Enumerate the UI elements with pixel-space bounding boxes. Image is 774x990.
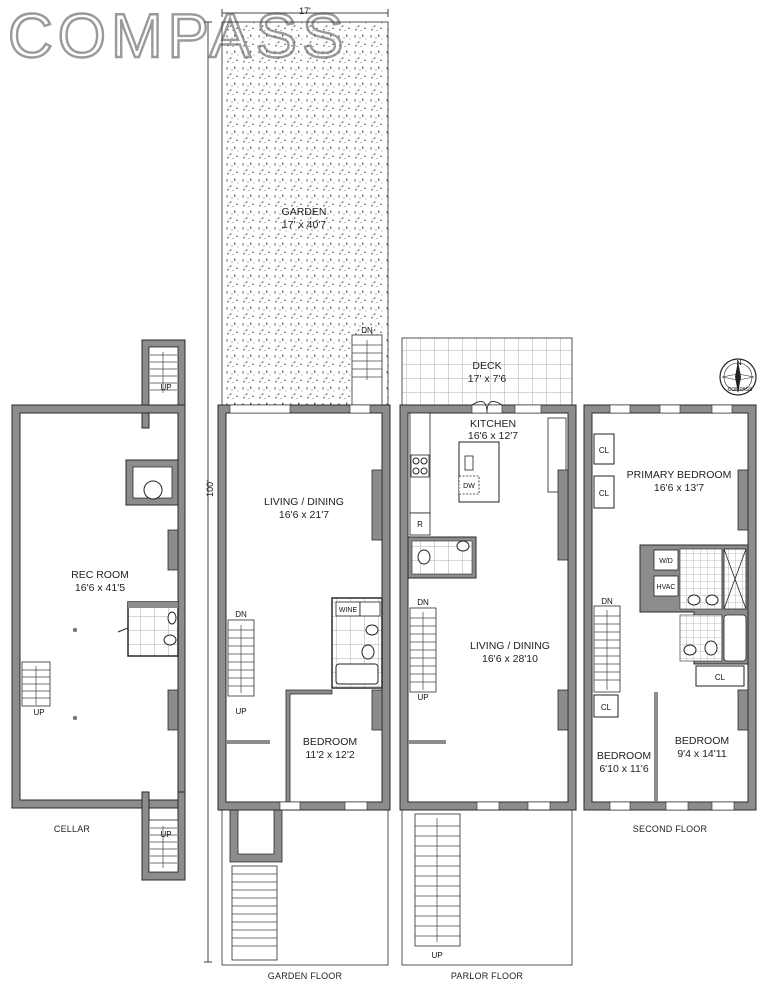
garden-floor-plan bbox=[217, 21, 391, 966]
depth-dimension: 100' bbox=[204, 480, 215, 497]
second-bedroom-large-size: 9'4 x 14'11 bbox=[677, 748, 727, 760]
parlor-living-name: LIVING / DINING bbox=[470, 640, 550, 652]
dishwasher-label: DW bbox=[463, 483, 475, 490]
parlor-up-stair: UP bbox=[417, 693, 429, 702]
closet-label-3: CL bbox=[600, 703, 612, 712]
compass-north: N bbox=[736, 360, 742, 367]
parlor-up-front: UP bbox=[431, 951, 443, 960]
cellar-up-top: UP bbox=[160, 383, 172, 392]
washer-dryer-label: W/D bbox=[659, 558, 673, 565]
garden-size: 17' x 40'7 bbox=[281, 219, 327, 231]
parlor-floor-name: PARLOR FLOOR bbox=[450, 971, 524, 981]
second-bedroom-large-name: BEDROOM bbox=[674, 735, 730, 747]
depth-dimension-line bbox=[204, 21, 212, 963]
garden-bedroom-size: 11'2 x 12'2 bbox=[305, 749, 355, 761]
cellar-up-stair: UP bbox=[33, 708, 45, 717]
deck-size: 17' x 7'6 bbox=[467, 373, 507, 385]
fridge-label: R bbox=[417, 520, 423, 529]
width-dimension-line bbox=[221, 9, 389, 17]
garden-floor-name: GARDEN FLOOR bbox=[267, 971, 343, 981]
second-dn-stair: DN bbox=[601, 597, 613, 606]
parlor-floor-plan bbox=[399, 337, 577, 966]
rec-room-name: REC ROOM bbox=[71, 569, 129, 581]
parlor-living-size: 16'6 x 28'10 bbox=[482, 653, 538, 665]
primary-bedroom-size: 16'6 x 13'7 bbox=[653, 482, 705, 494]
garden-name: GARDEN bbox=[281, 206, 327, 218]
garden-living-size: 16'6 x 21'7 bbox=[278, 509, 330, 521]
rec-room-size: 16'6 x 41'5 bbox=[74, 582, 126, 594]
second-floor-name: SECOND FLOOR bbox=[632, 824, 708, 834]
compass-rose-icon bbox=[719, 358, 757, 396]
primary-bedroom-name: PRIMARY BEDROOM bbox=[626, 469, 732, 481]
cellar-floor-name: CELLAR bbox=[53, 824, 91, 834]
hvac-label: HVAC bbox=[656, 584, 676, 591]
garden-bedroom-name: BEDROOM bbox=[302, 736, 358, 748]
cellar-plan bbox=[11, 339, 186, 881]
compass-label: COMPASS bbox=[727, 387, 753, 393]
closet-label-1: CL bbox=[598, 446, 610, 455]
second-bedroom-small-name: BEDROOM bbox=[596, 750, 652, 762]
garden-dn-stair: DN bbox=[235, 610, 247, 619]
garden-up-stair: UP bbox=[235, 707, 247, 716]
garden-living-name: LIVING / DINING bbox=[264, 496, 344, 508]
deck-name: DECK bbox=[472, 360, 502, 372]
wine-label: WINE bbox=[338, 607, 358, 614]
second-bedroom-small-size: 6'10 x 11'6 bbox=[599, 763, 649, 775]
width-dimension: 17' bbox=[299, 6, 311, 16]
kitchen-name: KITCHEN bbox=[469, 418, 517, 430]
parlor-dn-stair: DN bbox=[417, 598, 429, 607]
closet-label-4: CL bbox=[714, 673, 726, 682]
cellar-up-bottom: UP bbox=[160, 830, 172, 839]
second-floor-plan bbox=[583, 404, 757, 811]
garden-dn: DN bbox=[361, 326, 373, 335]
kitchen-size: 16'6 x 12'7 bbox=[467, 430, 519, 442]
closet-label-2: CL bbox=[598, 489, 610, 498]
